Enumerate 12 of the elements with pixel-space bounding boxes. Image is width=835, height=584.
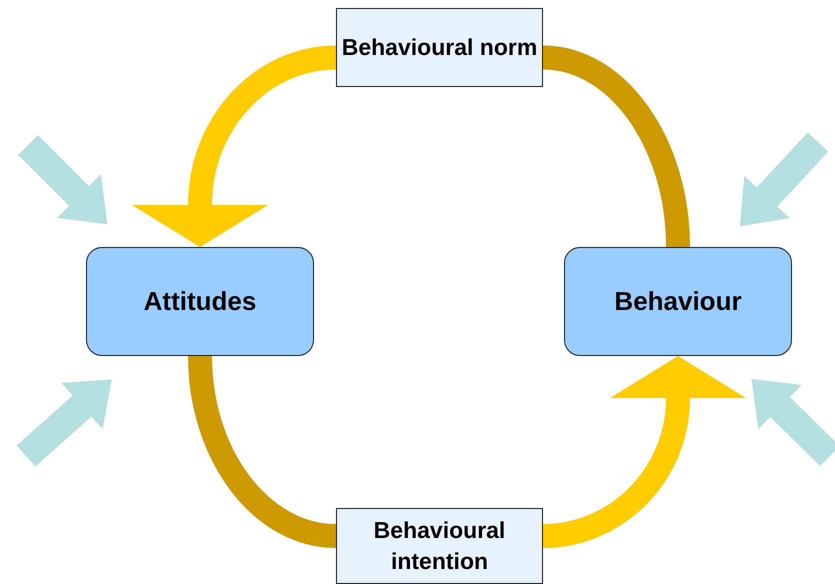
- node-label: Behaviour: [614, 286, 742, 317]
- node-label: Attitudes: [144, 286, 256, 317]
- label-box: [336, 508, 543, 584]
- process-box: [564, 247, 792, 356]
- node-label: Behavioural norm: [342, 32, 538, 62]
- block-arrow: [751, 379, 835, 466]
- process-box: [86, 247, 314, 356]
- node-label: Behavioural intention: [372, 516, 506, 576]
- block-arrow: [16, 379, 112, 466]
- block-arrow: [18, 135, 108, 224]
- block-arrow: [740, 132, 828, 226]
- label-box: [336, 8, 543, 87]
